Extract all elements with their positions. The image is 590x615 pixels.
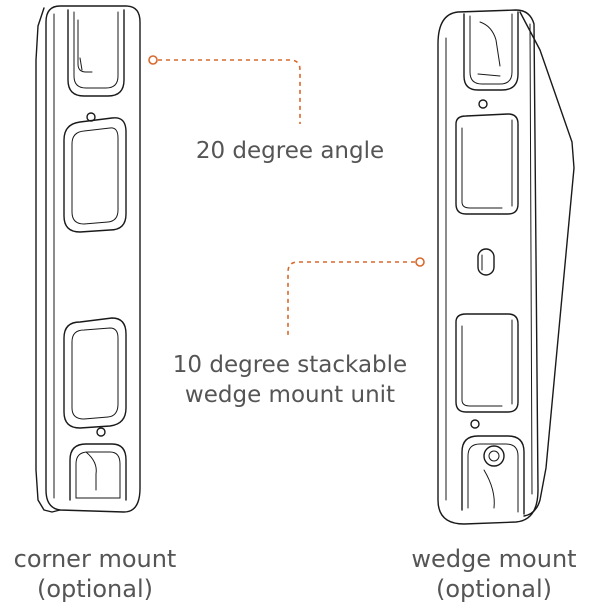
corner-caption-line1: corner mount: [13, 545, 177, 573]
wedge-unit-label-line1: 10 degree stackable: [172, 352, 408, 378]
wedge-mount: [437, 9, 575, 525]
wedge-knob: [483, 445, 505, 467]
wedge-unit-label: 10 degree stackable wedge mount unit: [150, 350, 430, 410]
leader-angle: [158, 59, 301, 124]
wedge-pad-lower: [455, 313, 519, 413]
leader-wedge-dot: [415, 257, 425, 267]
wedge-pad-upper: [455, 113, 519, 215]
wedge-mount-caption: wedge mount (optional): [400, 544, 588, 604]
wedge-center-slot: [477, 248, 495, 276]
corner-caption-line2: (optional): [37, 575, 153, 603]
corner-pad-lower: [63, 317, 127, 429]
angle-label: 20 degree angle: [195, 138, 385, 164]
leader-angle-dot: [148, 55, 158, 65]
wedge-bottom-slot: [461, 435, 525, 515]
corner-pad-upper: [63, 117, 127, 233]
wedge-mount-plate: [437, 9, 539, 525]
leader-lines: [148, 55, 425, 338]
corner-screw-hole-bottom: [96, 427, 106, 437]
leader-wedge: [287, 261, 415, 338]
corner-top-slot: [67, 9, 125, 97]
corner-bottom-slot: [69, 443, 127, 501]
corner-mount-caption: corner mount (optional): [0, 544, 190, 604]
wedge-top-slot: [463, 11, 519, 91]
wedge-mount-back: [519, 11, 575, 517]
corner-mount-side: [35, 7, 61, 513]
corner-mount: [35, 5, 141, 513]
wedge-screw-hole-bottom: [470, 419, 480, 429]
wedge-caption-line2: (optional): [436, 575, 552, 603]
corner-mount-plate: [45, 5, 141, 513]
wedge-caption-line1: wedge mount: [411, 545, 577, 573]
wedge-unit-label-line2: wedge mount unit: [184, 382, 396, 408]
wedge-screw-hole-top: [478, 99, 488, 109]
